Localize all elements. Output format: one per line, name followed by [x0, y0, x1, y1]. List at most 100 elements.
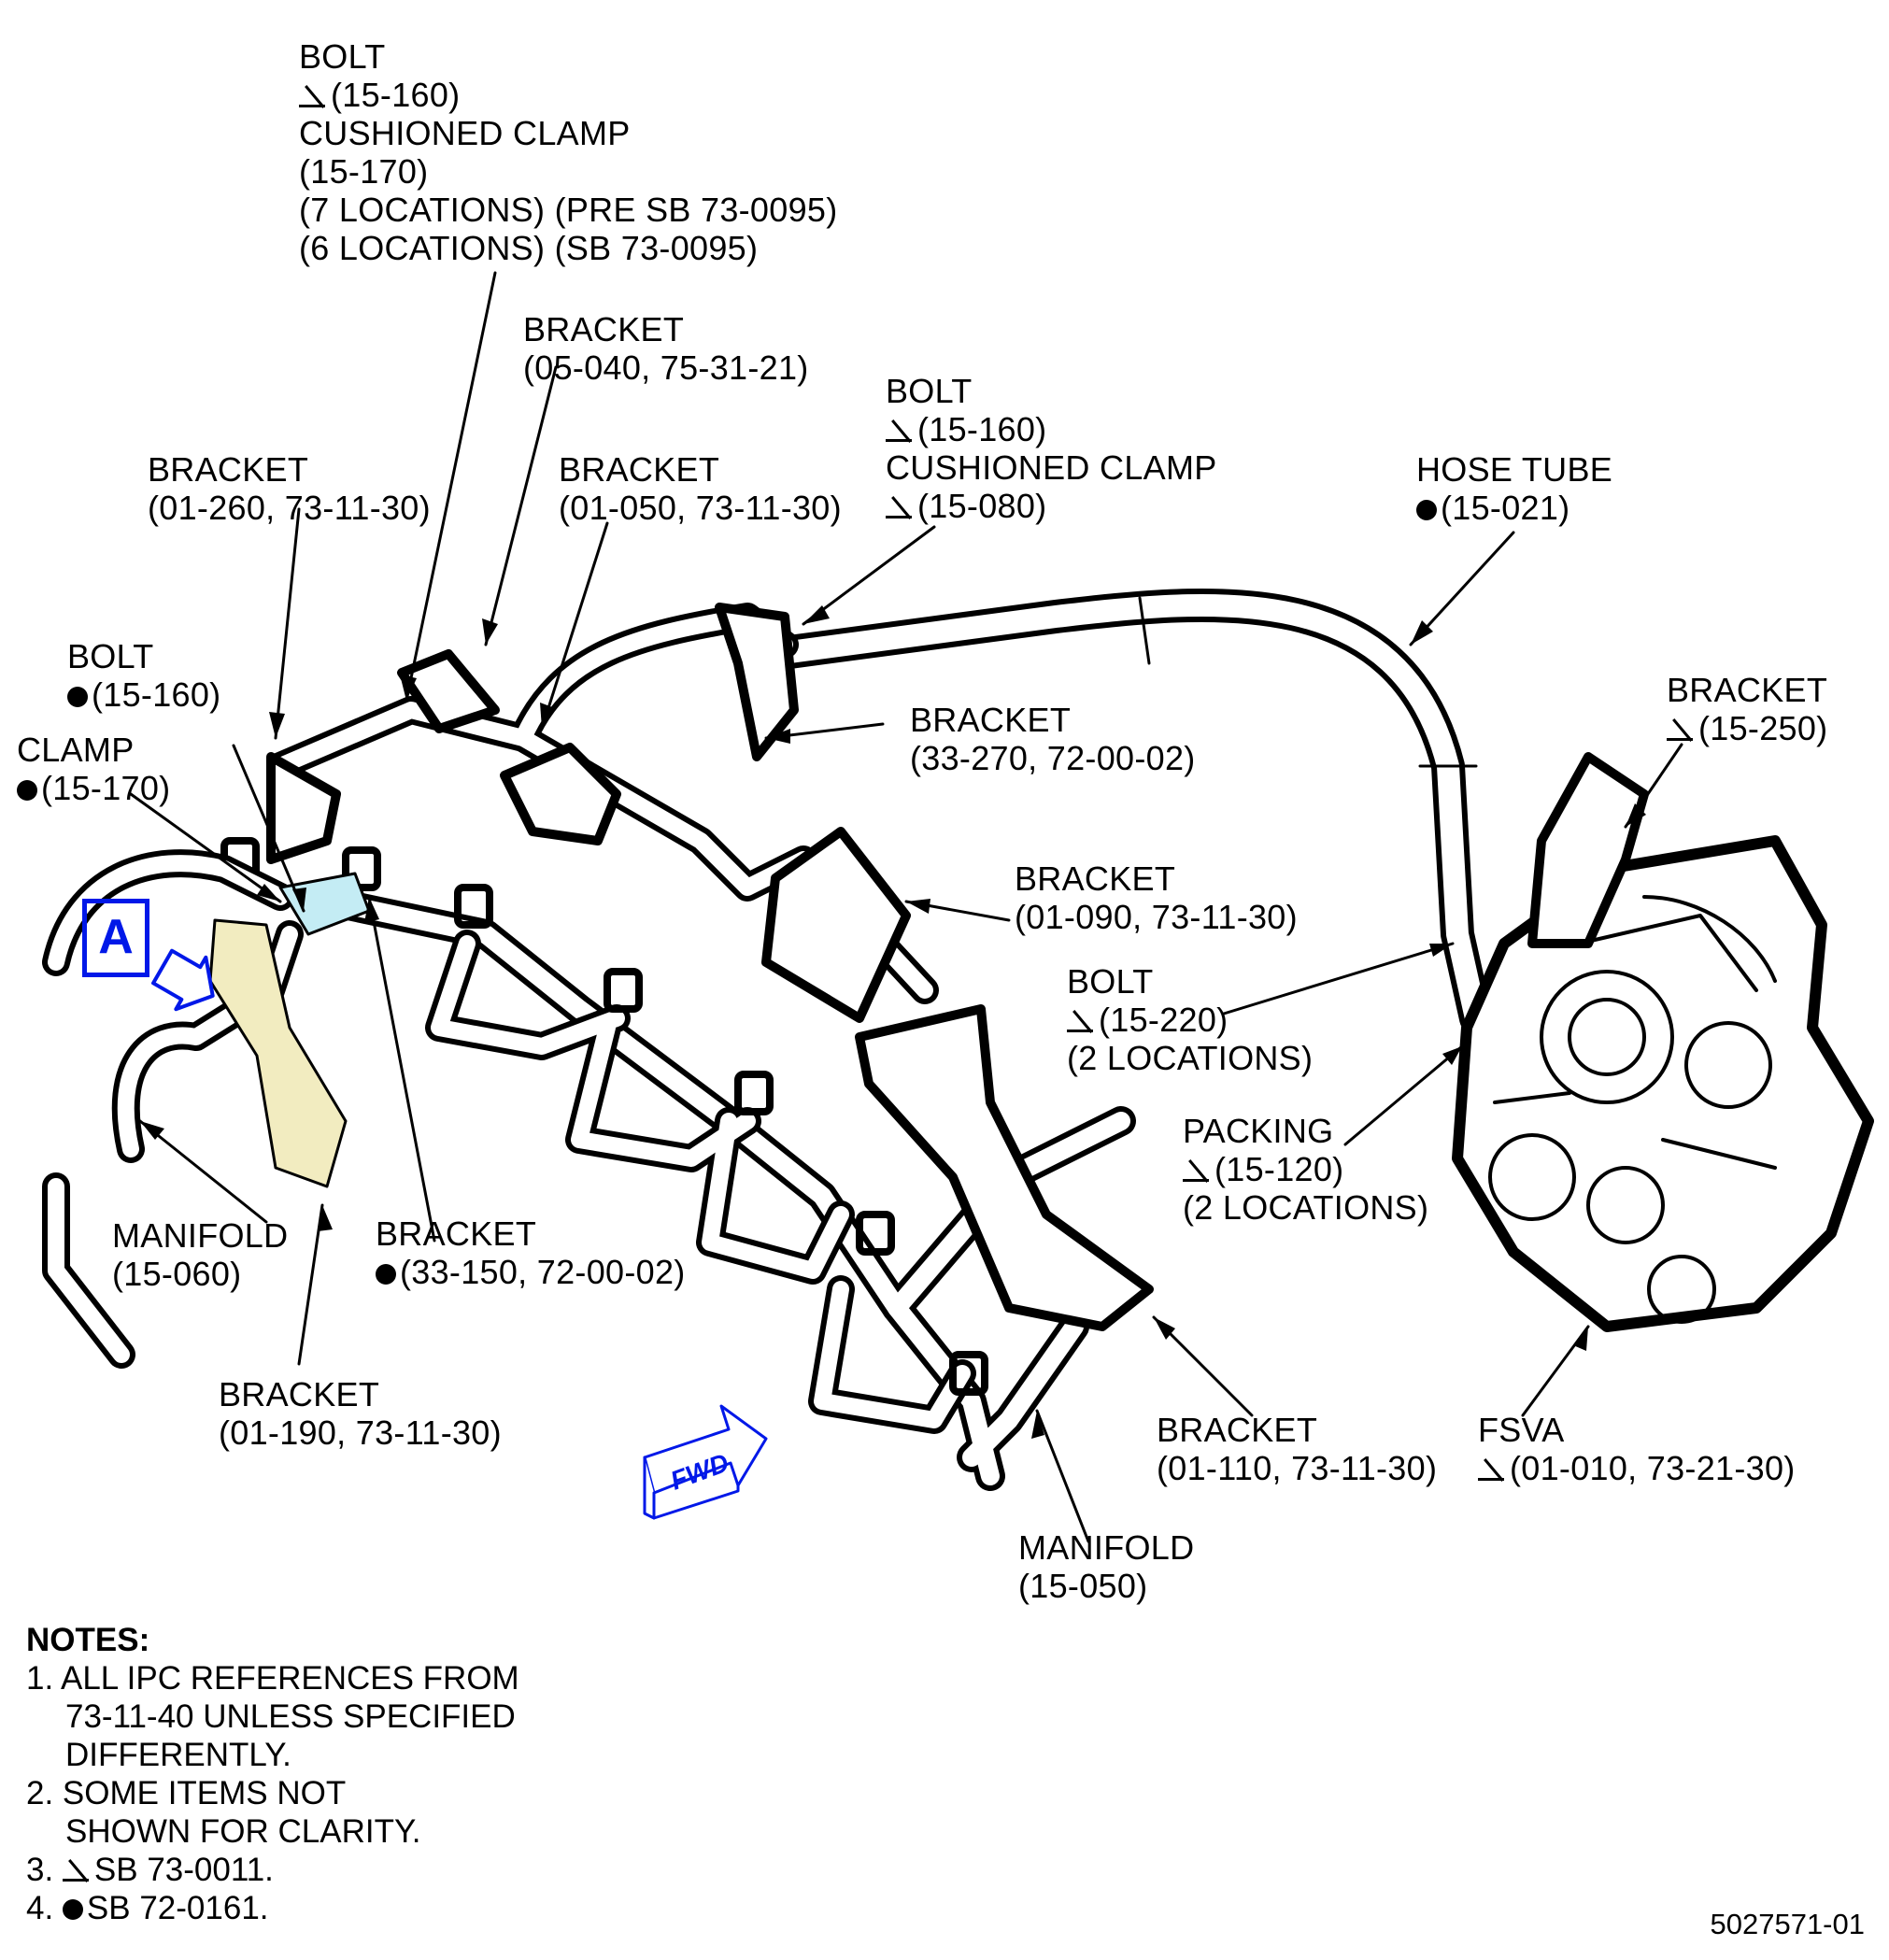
- label-text: BOLT: [67, 637, 154, 675]
- label-line: (15-160): [299, 76, 838, 114]
- label-text: (33-150, 72-00-02): [400, 1253, 686, 1291]
- label-line: BRACKET: [376, 1214, 686, 1253]
- note-line: 2. SOME ITEMS NOT: [26, 1774, 519, 1812]
- bolt-15-160-dot-label: BOLT(15-160): [67, 637, 220, 714]
- label-text: (7 LOCATIONS) (PRE SB 73-0095): [299, 191, 838, 229]
- label-line: BRACKET: [523, 310, 809, 348]
- label-line: (01-190, 73-11-30): [219, 1413, 502, 1452]
- bracket-plates: [266, 603, 1154, 1331]
- label-text: BRACKET: [1157, 1411, 1318, 1449]
- sb-73-0011-symbol-icon: [1067, 1013, 1095, 1033]
- note-text: 73-11-40 UNLESS SPECIFIED: [65, 1698, 516, 1735]
- label-line: (33-150, 72-00-02): [376, 1253, 686, 1291]
- note-text: 2. SOME ITEMS NOT: [26, 1775, 347, 1811]
- sb-73-0011-symbol-icon: [1478, 1461, 1506, 1482]
- hose-tube-inner: [764, 594, 1487, 1030]
- fwd-arrow: [643, 1404, 768, 1520]
- label-text: (15-160): [917, 410, 1047, 448]
- label-line: (01-260, 73-11-30): [148, 489, 431, 527]
- bracket-01-190-label: BRACKET(01-190, 73-11-30): [219, 1375, 502, 1452]
- label-text: CUSHIONED CLAMP: [886, 448, 1217, 487]
- label-line: PACKING: [1183, 1112, 1428, 1150]
- label-line: MANIFOLD: [112, 1216, 288, 1255]
- label-line: (7 LOCATIONS) (PRE SB 73-0095): [299, 191, 838, 229]
- label-text: BOLT: [886, 372, 973, 410]
- label-text: (01-050, 73-11-30): [559, 489, 842, 527]
- label-line: (15-021): [1416, 489, 1612, 527]
- label-text: (15-021): [1441, 489, 1570, 527]
- note-line: SHOWN FOR CLARITY.: [26, 1812, 519, 1851]
- label-text: (05-040, 75-31-21): [523, 348, 809, 387]
- bracket-01-050-label: BRACKET(01-050, 73-11-30): [559, 450, 842, 527]
- bracket-01-260-label: BRACKET(01-260, 73-11-30): [148, 450, 431, 527]
- label-text: (15-080): [917, 487, 1047, 525]
- label-line: (15-060): [112, 1255, 288, 1293]
- sb-73-0011-symbol-icon: [886, 422, 914, 443]
- label-line: BRACKET: [1015, 859, 1298, 898]
- fsva-label: FSVA(01-010, 73-21-30): [1478, 1411, 1796, 1487]
- label-line: MANIFOLD: [1018, 1528, 1194, 1567]
- label-text: (33-270, 72-00-02): [910, 739, 1196, 777]
- fsva-details: [1488, 895, 1777, 1324]
- sb-73-0011-symbol-icon: [299, 88, 327, 108]
- label-line: BRACKET: [1157, 1411, 1437, 1449]
- sb-72-0161-symbol-icon: [1416, 500, 1437, 520]
- label-text: (15-120): [1214, 1150, 1344, 1188]
- label-line: (01-090, 73-11-30): [1015, 898, 1298, 936]
- note-line: 3. SB 73-0011.: [26, 1851, 519, 1889]
- clamp-15-170-label: CLAMP(15-170): [17, 731, 170, 807]
- label-text: CLAMP: [17, 731, 135, 769]
- note-number: 3.: [26, 1852, 63, 1888]
- label-text: BRACKET: [1015, 859, 1176, 898]
- sb-73-0011-symbol-icon: [1667, 721, 1695, 742]
- packing-15-120-label: PACKING(15-120)(2 LOCATIONS): [1183, 1112, 1428, 1227]
- sb-73-0011-symbol-icon: [886, 499, 914, 519]
- label-line: BOLT: [886, 372, 1217, 410]
- leader-arrowheads: [140, 605, 1646, 1439]
- label-line: CUSHIONED CLAMP: [299, 114, 838, 152]
- label-line: BOLT: [299, 37, 838, 76]
- sb-72-0161-symbol-icon: [17, 780, 37, 801]
- note-line: DIFFERENTLY.: [26, 1736, 519, 1774]
- label-text: FSVA: [1478, 1411, 1565, 1449]
- label-line: BOLT: [67, 637, 220, 675]
- note-line: 4. SB 72-0161.: [26, 1889, 519, 1927]
- label-line: BRACKET: [559, 450, 842, 489]
- label-text: BRACKET: [523, 310, 685, 348]
- manifold-15-060-label: MANIFOLD(15-060): [112, 1216, 288, 1293]
- note-text: SB 72-0161.: [86, 1890, 269, 1926]
- label-text: (01-260, 73-11-30): [148, 489, 431, 527]
- label-text: MANIFOLD: [1018, 1528, 1195, 1567]
- label-text: (15-170): [41, 769, 171, 807]
- note-text: DIFFERENTLY.: [65, 1737, 291, 1773]
- bracket-33-270-label: BRACKET(33-270, 72-00-02): [910, 701, 1196, 777]
- label-line: BRACKET: [910, 701, 1196, 739]
- label-text: (01-010, 73-21-30): [1510, 1449, 1796, 1487]
- label-text: BRACKET: [219, 1375, 380, 1413]
- sb-72-0161-symbol-icon: [62, 1899, 83, 1920]
- label-line: (15-170): [299, 152, 838, 191]
- bolt-cushioned-clamp-top-label: BOLT(15-160)CUSHIONED CLAMP(15-170)(7 LO…: [299, 37, 838, 267]
- label-line: (15-050): [1018, 1567, 1194, 1605]
- figure-id: 5027571-01: [1710, 1908, 1866, 1940]
- bolt-cushioned-clamp-15-080-label: BOLT(15-160)CUSHIONED CLAMP(15-080): [886, 372, 1217, 525]
- label-line: (01-010, 73-21-30): [1478, 1449, 1796, 1487]
- label-text: (2 LOCATIONS): [1067, 1039, 1314, 1077]
- bracket-01-110-label: BRACKET(01-110, 73-11-30): [1157, 1411, 1437, 1487]
- notes-title: NOTES:: [26, 1622, 150, 1658]
- label-text: (15-160): [331, 76, 461, 114]
- label-text: (01-090, 73-11-30): [1015, 898, 1298, 936]
- bolt-15-220-label: BOLT(15-220)(2 LOCATIONS): [1067, 962, 1313, 1077]
- label-line: (2 LOCATIONS): [1183, 1188, 1428, 1227]
- hose-tube-label: HOSE TUBE(15-021): [1416, 450, 1612, 527]
- label-text: (01-190, 73-11-30): [219, 1413, 502, 1452]
- label-text: (15-170): [299, 152, 429, 191]
- bracket-01-190: [208, 918, 348, 1188]
- label-text: BOLT: [299, 37, 386, 76]
- label-line: BRACKET: [148, 450, 431, 489]
- note-text: SHOWN FOR CLARITY.: [65, 1813, 421, 1850]
- label-line: (2 LOCATIONS): [1067, 1039, 1313, 1077]
- label-line: CUSHIONED CLAMP: [886, 448, 1217, 487]
